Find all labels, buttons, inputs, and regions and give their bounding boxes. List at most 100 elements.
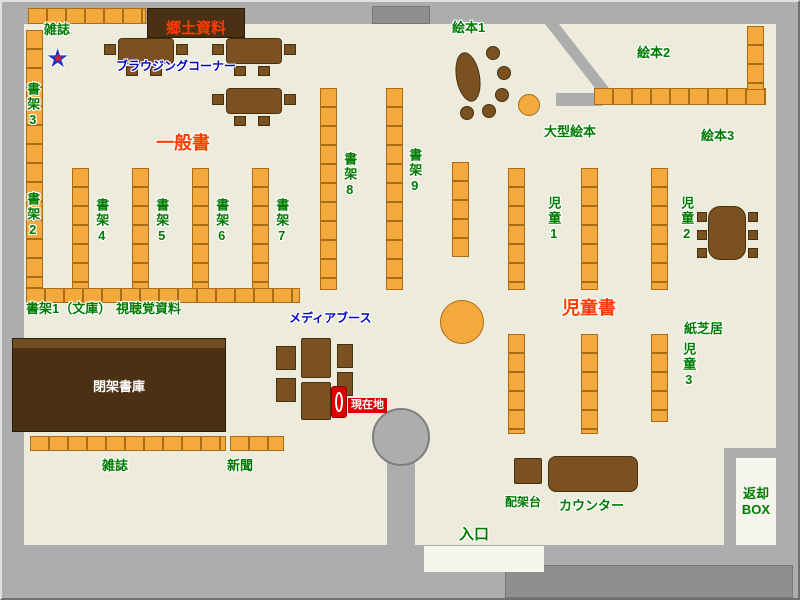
closed-stacks-shelf: [13, 339, 225, 348]
chair: [284, 94, 296, 105]
round-table: [440, 300, 484, 344]
bookshelf-magazine: [30, 436, 226, 451]
wall-top-segment: [372, 6, 430, 24]
chair: [748, 212, 758, 222]
label-newspaper: 新聞: [227, 458, 254, 473]
entrance-opening: [424, 546, 544, 572]
return-nook-wall: [724, 458, 736, 545]
bookshelf-shoka5: [132, 168, 149, 290]
label-shelf7: 書架7: [274, 198, 290, 245]
bookshelf-jido2: [651, 168, 668, 290]
chair: [126, 66, 138, 76]
wall-right: [776, 0, 800, 600]
counter-desk: [548, 456, 638, 492]
label-children3: 児童3: [681, 342, 697, 389]
media-booth-desk: [301, 382, 331, 420]
chair: [748, 248, 758, 258]
label-kamishibai: 紙芝居: [684, 321, 724, 336]
bookshelf-shoka7: [252, 168, 269, 290]
bookshelf-jidosho-b: [581, 334, 598, 434]
stool: [497, 66, 511, 80]
browsing-table: [118, 38, 174, 64]
wall-connector: [556, 93, 602, 106]
chair: [234, 66, 246, 76]
chair: [150, 66, 162, 76]
bookshelf-ehon2: [594, 88, 766, 105]
browsing-table: [226, 38, 282, 64]
label-entrance: 入口: [459, 526, 490, 543]
bookshelf-shoka3-2-wall: [26, 30, 43, 288]
bookshelf-bunko-av: [26, 288, 300, 303]
local-materials-shelf: 郷土資料: [147, 8, 245, 38]
kids-table: [708, 206, 746, 260]
label-shelf9: 書架9: [407, 148, 423, 195]
label-shelf5: 書架5: [154, 198, 170, 245]
sorting-desk: [514, 458, 542, 484]
large-picture-book-stand: [518, 94, 540, 116]
label-shelf8: 書架8: [342, 152, 358, 199]
bookshelf-jidosho-a: [508, 334, 525, 434]
star-inner: ★: [53, 51, 64, 65]
star-outer: ★: [46, 43, 70, 73]
chair: [212, 94, 224, 105]
stairs-block: [505, 565, 793, 598]
label-browsing-corner: ブラウジングコーナー: [116, 59, 237, 73]
chair: [104, 44, 116, 55]
label-shelf1-bunko: 書架1（文庫）: [26, 301, 112, 316]
label-media-booth: メディアブース: [289, 311, 372, 325]
label-sorting-table: 配架台: [505, 495, 542, 509]
label-general-books: 一般書: [156, 133, 210, 153]
bookshelf-shoka9: [386, 88, 403, 290]
current-location-dot: [335, 392, 343, 412]
label-large-picture-books: 大型絵本: [544, 124, 597, 139]
label-current-location: 現在地: [348, 398, 387, 414]
chair: [258, 116, 270, 126]
label-children2: 児童2: [679, 196, 695, 243]
label-shelf2: 書架2: [25, 192, 41, 239]
star-icon: ★ ★: [46, 44, 74, 72]
bookshelf-shoka4: [72, 168, 89, 290]
reading-table: [451, 50, 485, 104]
label-children1: 児童1: [546, 196, 562, 243]
label-picture-books3: 絵本3: [701, 128, 735, 143]
browsing-table: [226, 88, 282, 114]
wall-stub-pillar: [387, 458, 415, 550]
bookshelf-ehon2-corner: [747, 26, 764, 90]
label-magazine-top: 雑誌: [44, 22, 71, 37]
chair: [258, 66, 270, 76]
bookshelf-jido3: [651, 334, 668, 422]
label-picture-books2: 絵本2: [637, 45, 671, 60]
media-booth-seat: [337, 344, 353, 368]
media-booth-seat: [276, 378, 296, 402]
bookshelf-center: [452, 162, 469, 257]
chair: [697, 248, 707, 258]
stool: [486, 46, 500, 60]
current-location-marker: [331, 386, 347, 418]
label-shelf3: 書架3: [25, 82, 41, 129]
label-children-books: 児童書: [562, 298, 616, 318]
label-picture-books1: 絵本1: [452, 20, 486, 35]
wall-diagonal: [545, 17, 613, 99]
chair: [234, 116, 246, 126]
stool: [482, 104, 496, 118]
bookshelf-shoka6: [192, 168, 209, 290]
chair: [697, 230, 707, 240]
bookshelf-jido1-b: [581, 168, 598, 290]
label-audio-visual: 視聴覚資料: [116, 301, 182, 316]
return-box-label: 返却 BOX: [741, 485, 771, 517]
media-booth-seat: [276, 346, 296, 370]
chair: [748, 230, 758, 240]
label-magazine-bottom: 雑誌: [102, 458, 129, 473]
chair: [212, 44, 224, 55]
return-nook-floor: 返却 BOX: [736, 458, 776, 545]
bookshelf-newspaper: [230, 436, 284, 451]
return-nook-lintel: [724, 448, 792, 460]
local-materials-label: 郷土資料: [165, 19, 226, 37]
bookshelf-top-left: [28, 8, 146, 24]
bookshelf-jido1-a: [508, 168, 525, 290]
wall-left: [0, 0, 24, 600]
label-counter: カウンター: [559, 498, 625, 513]
chair: [176, 44, 188, 55]
stool: [495, 88, 509, 102]
